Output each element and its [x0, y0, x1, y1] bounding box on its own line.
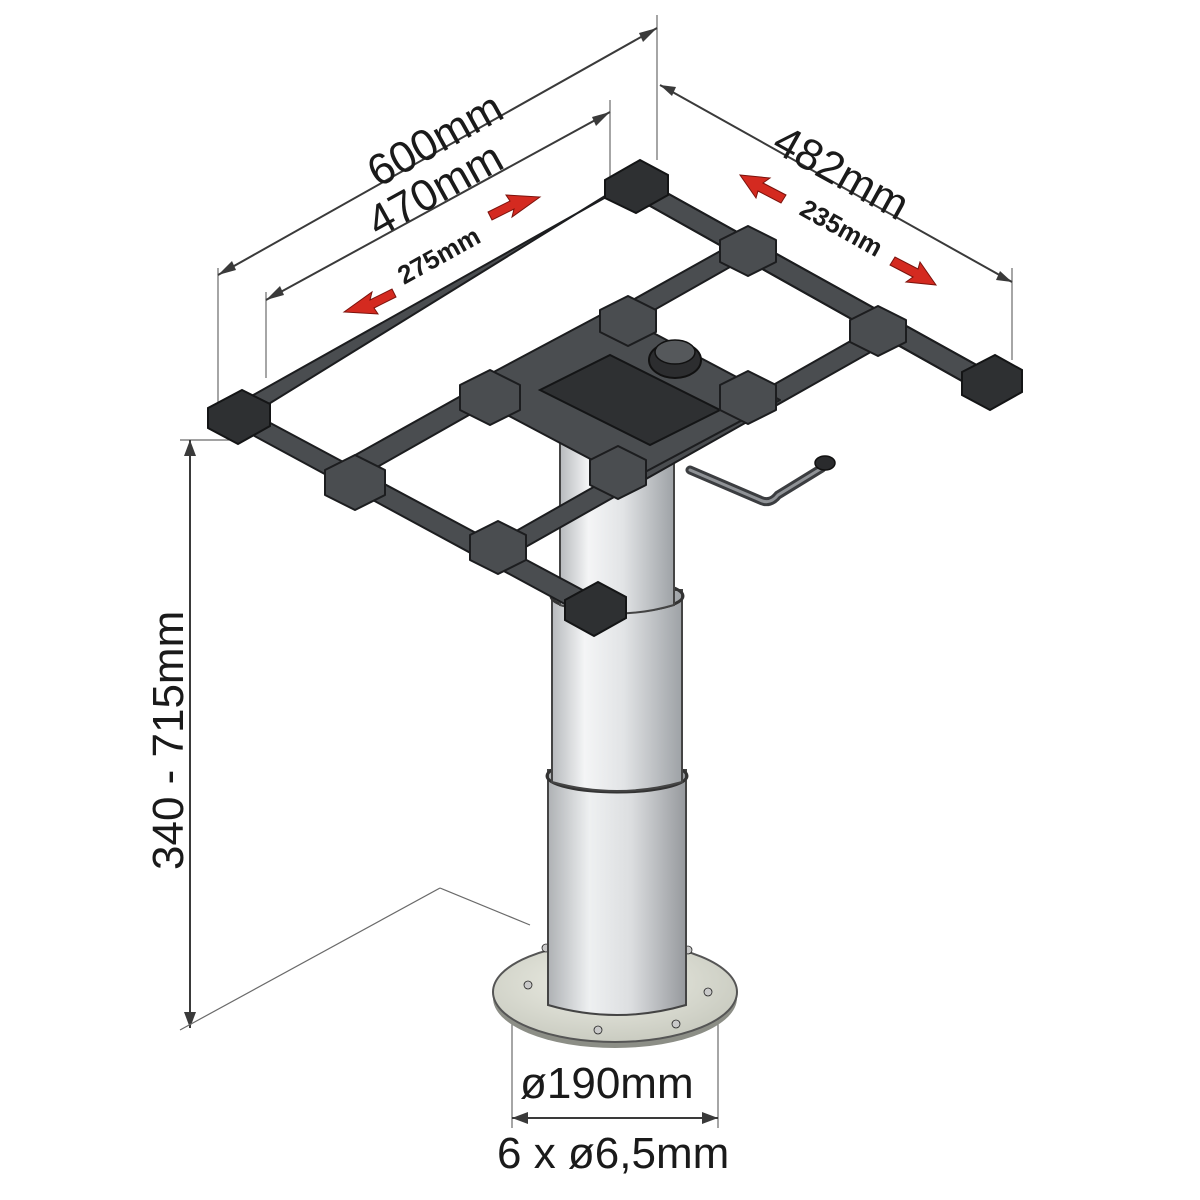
arrow-right-icon — [487, 194, 542, 221]
dim-height-range: 340 - 715mm — [144, 611, 193, 870]
dim-base-diameter: ø190mm — [520, 1059, 694, 1108]
arrow-downright-icon — [889, 256, 938, 286]
arrow-upleft-icon — [738, 174, 787, 204]
arrow-left-icon — [342, 288, 397, 315]
slide-arrows — [342, 174, 938, 315]
dimension-lines — [179, 15, 1013, 1128]
sliding-frame — [207, 158, 1023, 638]
dim-mounting-holes: 6 x ø6,5mm — [497, 1129, 729, 1178]
